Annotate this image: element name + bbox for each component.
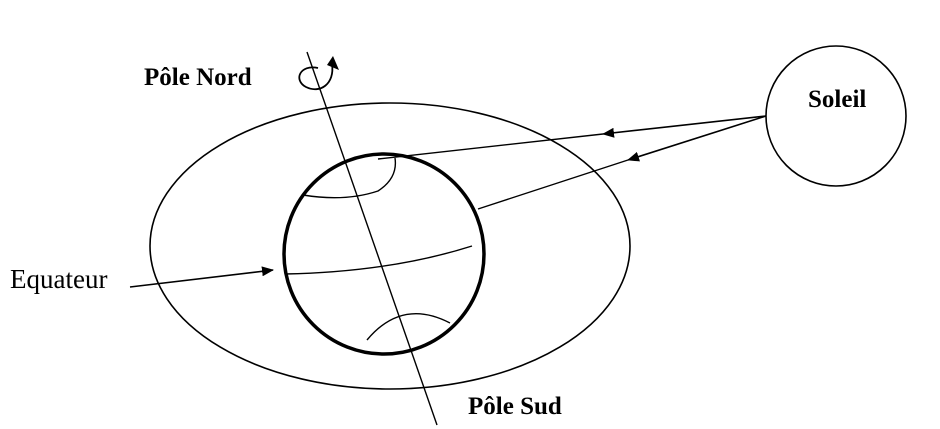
rotation-arrowhead-icon	[327, 56, 339, 70]
sun-ray-lower	[627, 115, 767, 162]
north-pole-label: Pôle Nord	[144, 64, 252, 91]
equator-label: Equateur	[10, 264, 107, 294]
sun-ray-lower-extension	[477, 159, 629, 210]
sun-ray-upper-extension	[377, 133, 604, 160]
rotation-axis	[306, 51, 438, 426]
equator-line	[284, 245, 473, 275]
sun-label: Soleil	[808, 86, 866, 113]
south-pole-label: Pôle Sud	[468, 393, 562, 420]
equator-pointer-arrow	[129, 266, 274, 288]
earth-circle	[282, 152, 486, 356]
arctic-cap	[302, 157, 397, 199]
orbit-ellipse	[149, 102, 631, 390]
rotation-arrow-icon	[298, 63, 334, 91]
sun-ray-upper	[602, 115, 767, 138]
sun-circle	[765, 45, 907, 187]
antarctic-cap	[366, 312, 451, 341]
